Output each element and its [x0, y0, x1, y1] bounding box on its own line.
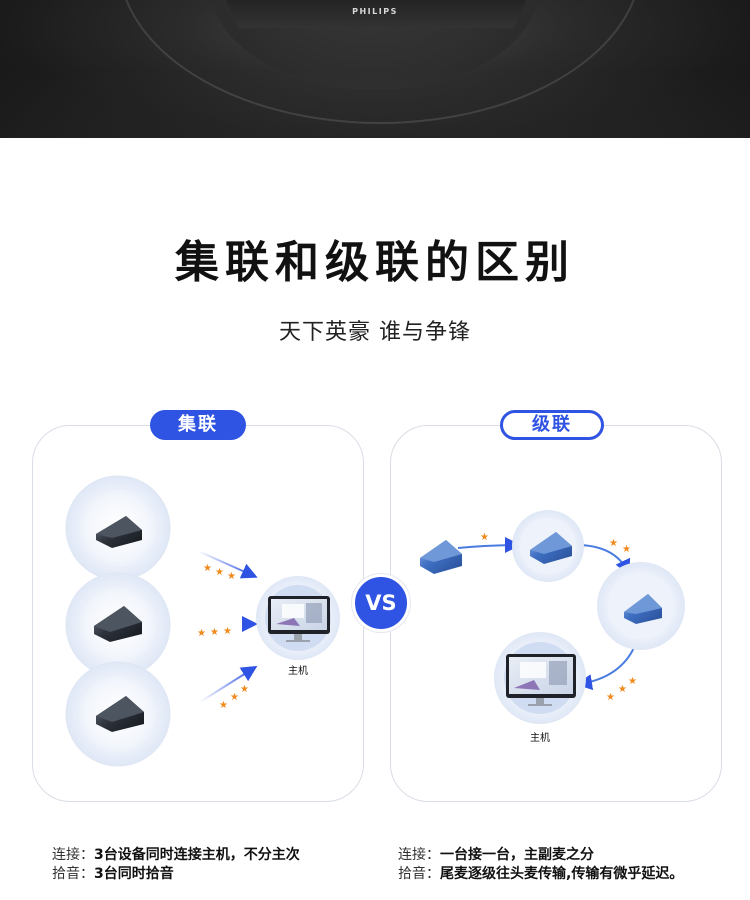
host-computer-icon [506, 654, 576, 706]
mic-device-icon [530, 532, 572, 564]
svg-text:★: ★ [628, 676, 637, 687]
caption-key: 连接： [398, 847, 440, 863]
svg-text:★: ★ [480, 532, 489, 543]
svg-text:★: ★ [223, 626, 232, 637]
tag-cascade: 级联 [500, 410, 604, 440]
caption-value: 尾麦逐级往头麦传输,传输有微乎延迟。 [440, 866, 684, 882]
host-label: 主机 [530, 733, 550, 744]
mic-device-icon [96, 516, 142, 548]
svg-text:★: ★ [219, 700, 228, 711]
signal-arrow [197, 550, 258, 579]
svg-text:★: ★ [609, 538, 618, 549]
svg-text:★: ★ [197, 628, 206, 639]
caption-right: 连接：一台接一台，主副麦之分 拾音：尾麦逐级往头麦传输,传输有微乎延迟。 [398, 846, 683, 884]
hero-brand-logo: PHILIPS [352, 7, 398, 16]
caption-row: 拾音：尾麦逐级往头麦传输,传输有微乎延迟。 [398, 865, 683, 884]
stars-decoration: ★ ★★ ★★★ [480, 532, 637, 703]
svg-text:★: ★ [240, 684, 249, 695]
cascade-line [457, 537, 521, 554]
svg-text:★: ★ [230, 692, 239, 703]
host-computer-icon [268, 596, 330, 642]
svg-text:★: ★ [215, 567, 224, 578]
vs-badge: VS [352, 574, 410, 632]
host-label: 主机 [288, 666, 308, 677]
svg-text:★: ★ [227, 571, 236, 582]
svg-text:★: ★ [618, 684, 627, 695]
caption-value: 3台同时拾音 [94, 866, 174, 882]
caption-row: 拾音：3台同时拾音 [52, 865, 300, 884]
caption-row: 连接：3台设备同时连接主机，不分主次 [52, 846, 300, 865]
caption-key: 拾音： [398, 866, 440, 882]
svg-text:★: ★ [203, 563, 212, 574]
stars-decoration: ★★★ ★★★ ★★★ [197, 563, 249, 711]
hero-glow [0, 70, 750, 138]
caption-key: 连接： [52, 847, 94, 863]
svg-text:★: ★ [210, 627, 219, 638]
svg-text:★: ★ [606, 692, 615, 703]
mic-device-icon [624, 594, 662, 624]
caption-row: 连接：一台接一台，主副麦之分 [398, 846, 683, 865]
page-subtitle: 天下英豪 谁与争锋 [279, 320, 471, 345]
page-title: 集联和级联的区别 [175, 237, 575, 288]
tag-parallel: 集联 [150, 410, 246, 440]
svg-text:★: ★ [622, 544, 631, 555]
caption-value: 3台设备同时连接主机，不分主次 [94, 847, 300, 863]
mic-device-icon [96, 696, 144, 732]
mic-device-icon [420, 540, 462, 574]
mic-device-icon [94, 606, 142, 642]
caption-left: 连接：3台设备同时连接主机，不分主次 拾音：3台同时拾音 [52, 846, 300, 884]
hero-monitor [226, 0, 526, 28]
signal-arrow [199, 665, 258, 703]
hero-banner: PHILIPS [0, 0, 750, 138]
caption-value: 一台接一台，主副麦之分 [440, 847, 594, 863]
caption-key: 拾音： [52, 866, 94, 882]
